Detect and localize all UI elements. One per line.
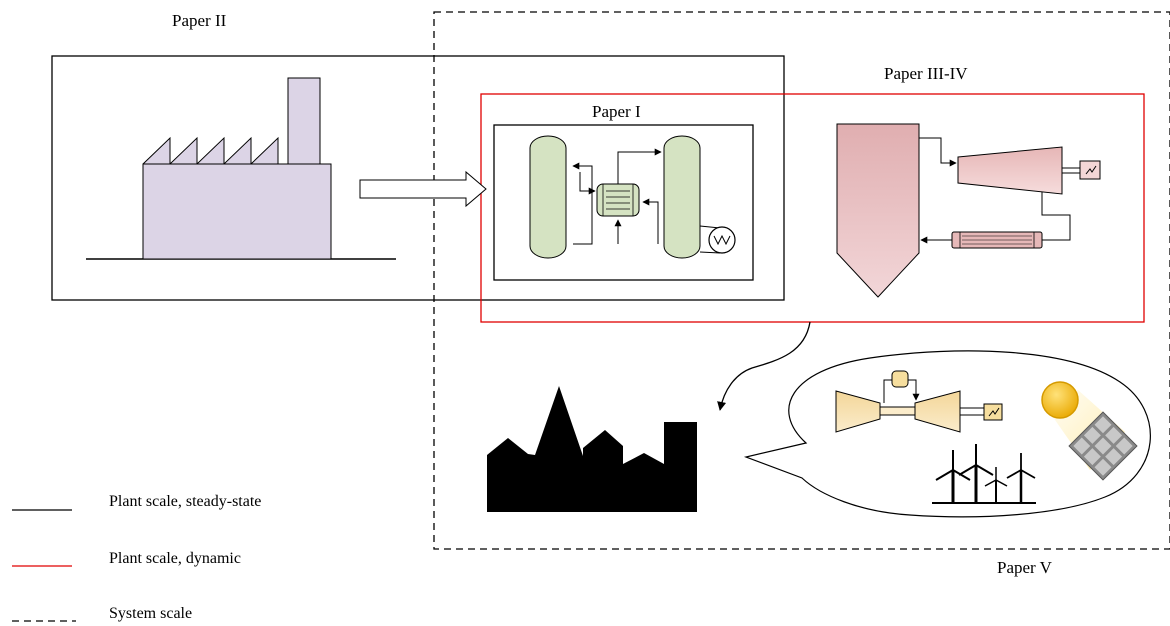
solar-panel-icon (1068, 411, 1138, 481)
paper-ii-box (51, 55, 785, 301)
paper-v-label: Paper V (997, 558, 1053, 577)
gas-turbine-icon (835, 370, 1003, 433)
paper-ii-label: Paper II (172, 11, 227, 30)
paper-iii-iv-box (480, 93, 1145, 323)
legend: Plant scale, steady-state Plant scale, d… (12, 493, 261, 622)
paper-i-label: Paper I (592, 102, 641, 121)
connector-arrow (717, 321, 811, 411)
wind-turbines-icon (932, 444, 1036, 504)
legend-label-steady: Plant scale, steady-state (109, 493, 261, 510)
power-plant-icon (836, 123, 1101, 298)
legend-label-system: System scale (109, 605, 192, 622)
capture-plant-icon (529, 135, 736, 259)
factory-icon (86, 77, 396, 260)
paper-iii-iv-label: Paper III-IV (884, 64, 968, 83)
flue-gas-arrow-icon (359, 170, 487, 208)
paper-i-box (493, 124, 754, 281)
legend-label-dynamic: Plant scale, dynamic (109, 550, 241, 567)
city-skyline-icon (487, 386, 697, 512)
sun-icon (1041, 381, 1079, 419)
